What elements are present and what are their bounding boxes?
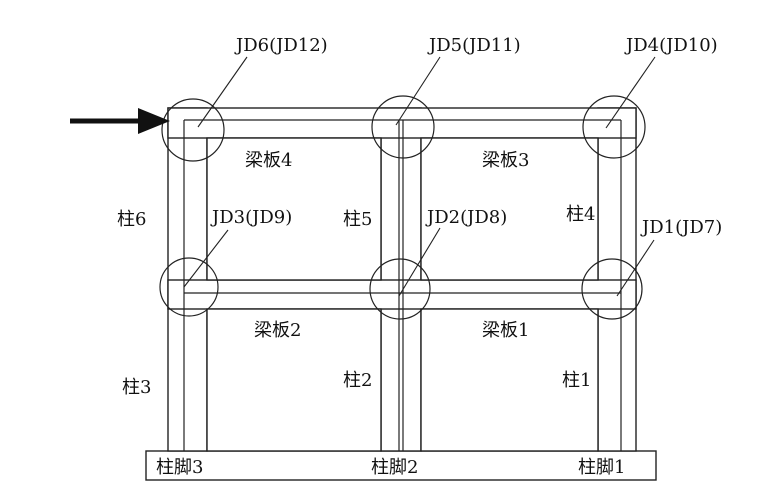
- leader-jd1: [616, 239, 655, 297]
- joint-circle-jd1: [581, 258, 643, 320]
- footing-label-3: 柱脚3: [156, 457, 203, 478]
- column-label-2: 柱2: [343, 370, 372, 391]
- joint-circle-jd3: [159, 257, 219, 317]
- slab-label-1: 梁板1: [482, 320, 529, 341]
- beam-top: [167, 107, 637, 139]
- column-label-1: 柱1: [562, 370, 591, 391]
- bay-lower-left: [206, 308, 382, 452]
- joint-label-jd6: JD6(JD12): [234, 35, 328, 56]
- joint-circle-jd4: [582, 95, 646, 159]
- leader-jd4: [605, 56, 656, 129]
- joint-label-jd2: JD2(JD8): [425, 207, 507, 228]
- column-label-3: 柱3: [122, 377, 151, 398]
- load-arrow-icon: [138, 108, 170, 134]
- leader-jd5: [395, 56, 441, 126]
- leader-jd2: [398, 227, 441, 297]
- joint-circle-jd2: [369, 258, 431, 320]
- joint-label-jd4: JD4(JD10): [624, 35, 718, 56]
- footing-label-2: 柱脚2: [371, 457, 418, 478]
- joint-circle-jd6: [161, 98, 225, 162]
- column-label-4: 柱4: [566, 204, 595, 225]
- footing-base: [145, 450, 657, 481]
- bay-upper-right: [420, 137, 599, 281]
- beam-middle: [167, 279, 637, 310]
- joint-label-jd1: JD1(JD7): [640, 217, 722, 238]
- column-label-5: 柱5: [343, 209, 372, 230]
- footing-label-1: 柱脚1: [578, 457, 625, 478]
- leader-jd3: [183, 229, 229, 288]
- joint-circle-jd5: [371, 95, 435, 159]
- leader-jd6: [197, 56, 248, 128]
- bay-upper-left: [206, 137, 382, 281]
- bay-lower-right: [420, 308, 599, 452]
- slab-label-4: 梁板4: [245, 150, 292, 171]
- joint-label-jd3: JD3(JD9): [210, 207, 292, 228]
- joint-label-jd5: JD5(JD11): [427, 35, 521, 56]
- slab-label-3: 梁板3: [482, 150, 529, 171]
- slab-label-2: 梁板2: [254, 320, 301, 341]
- column-label-6: 柱6: [117, 209, 146, 230]
